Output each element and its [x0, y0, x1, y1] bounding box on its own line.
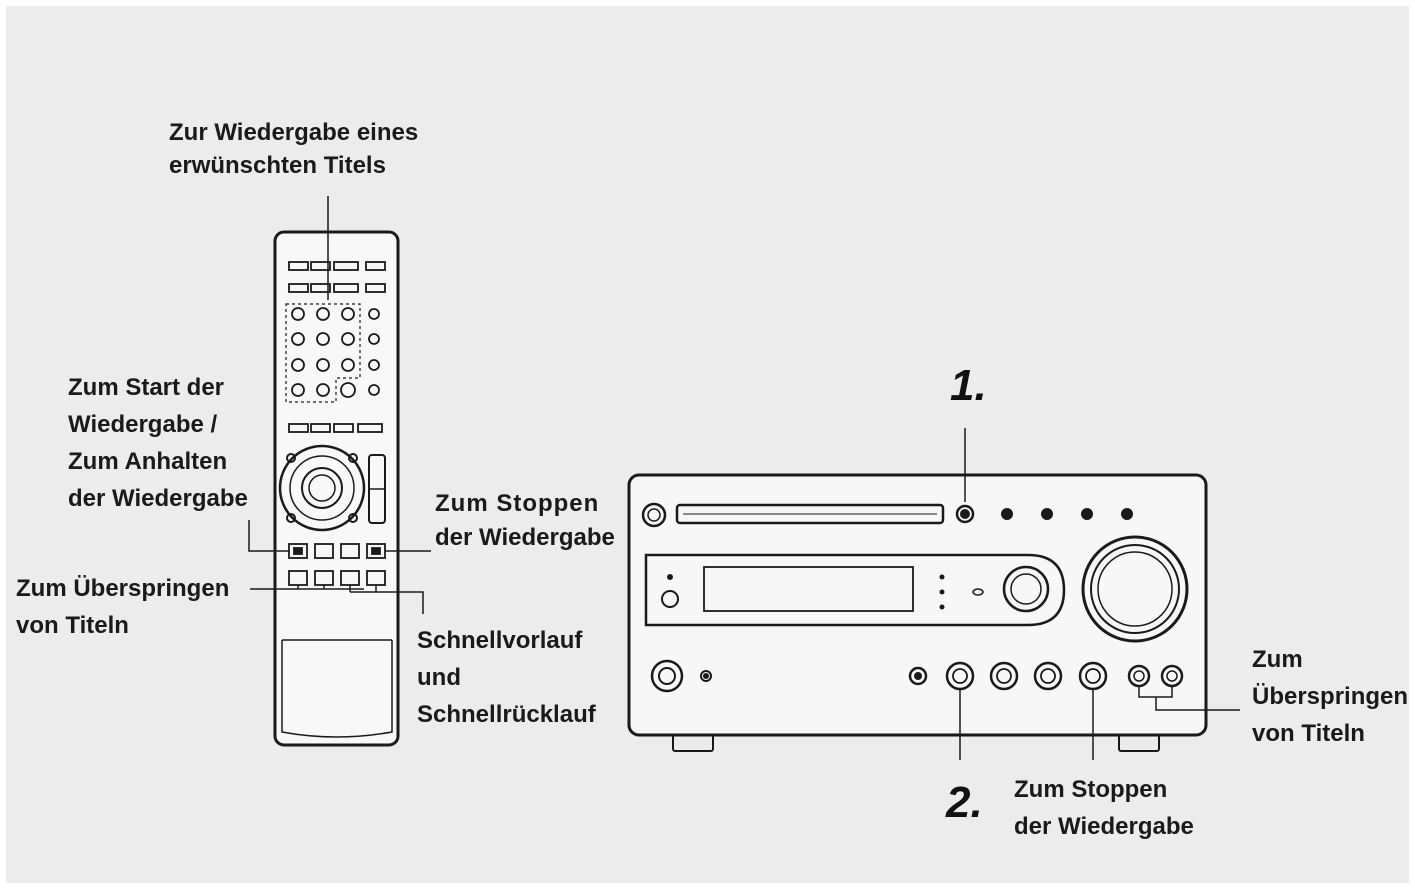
multi-jog-knob	[1002, 565, 1050, 613]
callout-title-selection: Zur Wiedergabe eines erwünschten Titels	[169, 114, 418, 184]
callout-text: Zum Anhalten	[68, 448, 228, 475]
callout-stop-remote: Zum Stoppen der Wiedergabe	[435, 485, 615, 556]
top-function-buttons	[1001, 508, 1133, 520]
callout-text: Wiedergabe /	[68, 411, 218, 438]
callout-text: Zum Überspringen	[16, 575, 230, 602]
remote-volume-rocker	[368, 454, 386, 524]
disc-slot	[675, 503, 945, 525]
display-window	[703, 566, 914, 612]
callout-text: Zum	[1252, 646, 1303, 673]
callout-text: Zum Stoppen	[1014, 776, 1168, 803]
callout-text: von Titeln	[16, 612, 129, 639]
power-button	[641, 502, 667, 528]
callout-text: Überspringen	[1252, 683, 1409, 710]
phones-jack	[650, 659, 684, 693]
bottom-control-buttons	[908, 661, 1184, 691]
callout-stop-unit: Zum Stoppen der Wiedergabe	[1014, 771, 1194, 845]
callout-text: der Wiedergabe	[1014, 813, 1194, 840]
remote-transport-keys	[288, 543, 386, 559]
remote-control	[273, 230, 400, 747]
callout-skip-remote: Zum Überspringen von Titeln	[16, 570, 229, 644]
callout-text: Zum Stoppen	[435, 490, 600, 517]
step-two-marker: 2.	[946, 778, 983, 827]
callout-text: Zur Wiedergabe eines	[169, 119, 419, 146]
callout-search: Schnellvorlauf und Schnellrücklauf	[417, 622, 596, 733]
eject-button	[955, 504, 975, 524]
main-unit	[627, 473, 1208, 752]
volume-knob	[1081, 535, 1189, 643]
callout-text: der Wiedergabe	[435, 524, 615, 551]
remote-cross-key	[278, 444, 366, 532]
display-band	[644, 553, 1066, 627]
remote-number-keypad	[285, 303, 380, 403]
callout-text: von Titeln	[1252, 720, 1365, 747]
remote-top-keys	[288, 261, 386, 293]
callout-text: und	[417, 664, 461, 691]
figure-background	[6, 6, 1409, 883]
callout-text: der Wiedergabe	[68, 485, 248, 512]
callout-play-pause: Zum Start der Wiedergabe / Zum Anhalten …	[68, 369, 248, 517]
step-one-marker: 1.	[950, 361, 987, 410]
callout-skip-unit: Zum Überspringen von Titeln	[1252, 641, 1408, 752]
callout-text: erwünschten Titels	[169, 152, 386, 179]
callout-text: Schnellvorlauf	[417, 627, 583, 654]
callout-text: Zum Start der	[68, 374, 225, 401]
callout-text: Schnellrücklauf	[417, 701, 596, 728]
callout-lines	[248, 196, 1240, 760]
